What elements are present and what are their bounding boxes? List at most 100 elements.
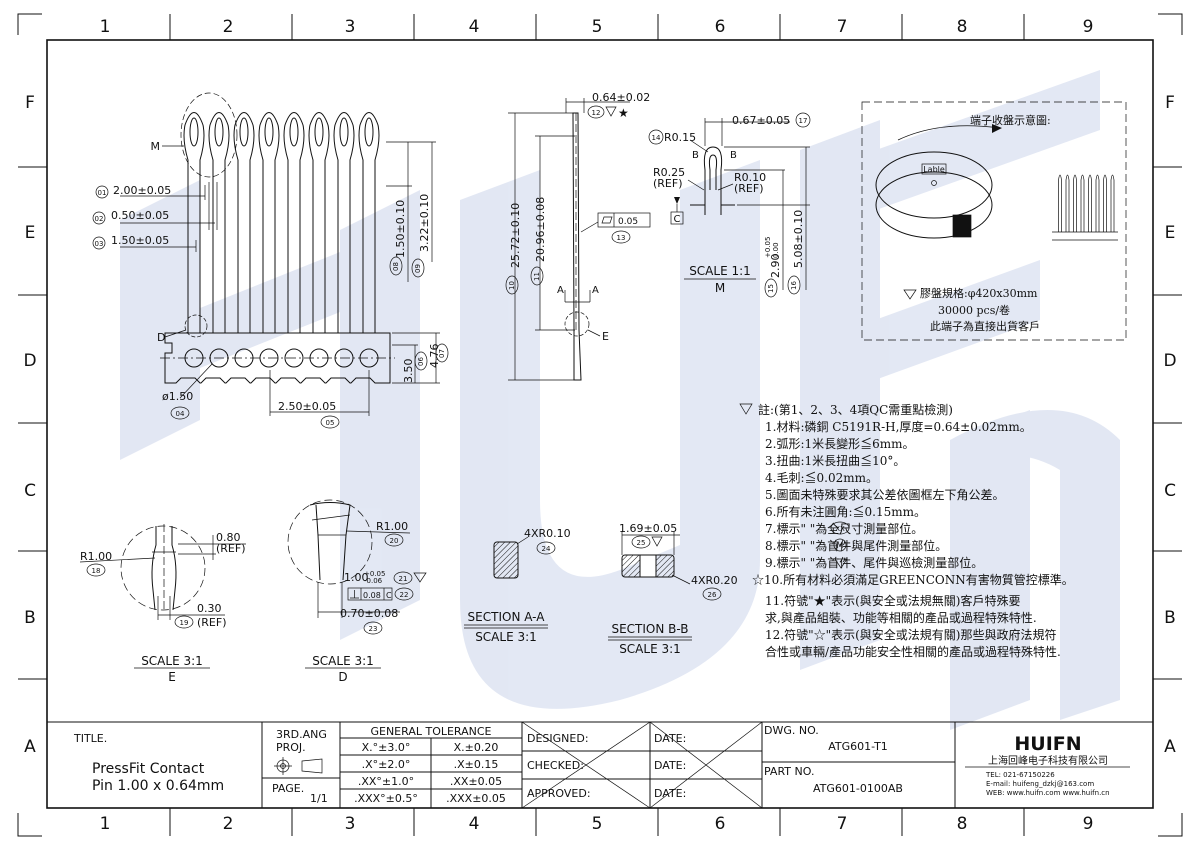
inner-frame [46,39,1154,809]
reel-pin [1080,174,1085,232]
grid-ticks [18,14,1182,836]
callout-21: 21 [399,575,408,583]
tol-lin-0: X.±0.20 [454,741,499,754]
section-bb-dim: 1.69±0.05 [619,522,677,535]
reel-spec-3: 此端子為直接出貨客戶 [930,319,1040,333]
note-11a: 11.符號"★"表示(與安全或法規無關)客戶特殊要 [765,593,1021,608]
dim-11: 20.96±0.08 [534,197,547,262]
section-aa-title: SECTION A-A [468,610,546,624]
r-20: R1.00 [376,520,408,533]
dim-01: 2.00±0.05 [113,184,171,197]
col-top-4: 4 [469,17,480,37]
col-bottom-1: 1 [100,814,111,834]
note-header: 註:(第1、2、3、4項QC需重點檢測) [758,402,953,417]
dim-04: ø1.50 [162,390,193,403]
company-email: E-mail: huifeng_dzkj@163.com [986,780,1094,788]
side-view: 0.64±0.02 12 ★ 25.72±0.10 10 20.96±0.08 … [505,91,651,381]
pin [208,112,230,333]
dim-15-up: +0.05 [764,237,772,258]
perp-datum: C [386,591,392,600]
title-line-2: Pin 1.00 x 0.64mm [92,778,224,794]
note-7: 7.標示" "為全尺寸測量部位。 [765,521,923,536]
dwg-value: ATG601-T1 [828,740,888,753]
detail-d-scale: SCALE 3:1 [312,654,374,668]
tol-ang-0: X.°±3.0° [362,741,411,754]
pin [183,112,205,333]
company-name: 上海回峰电子科技有限公司 [988,754,1108,767]
date-label-1: DATE: [654,732,686,745]
part-value: ATG601-0100AB [813,782,903,795]
callout-16: 16 [790,281,798,290]
dwg-label: DWG. NO. [764,724,819,737]
row-left-C: C [24,481,36,501]
page-value: 1/1 [310,792,328,805]
dim-21-dn: -0.06 [364,577,383,585]
tol-lin-1: .X±0.15 [454,758,499,771]
section-bb-corner: 4XR0.20 [691,574,738,587]
date-label-3: DATE: [654,787,686,800]
title-block: TITLE. PressFit Contact Pin 1.00 x 0.64m… [47,721,1153,809]
callout-24: 24 [542,545,551,553]
reel-title: 端子收盤示意圖: [970,113,1051,127]
callout-13: 13 [617,234,626,242]
callout-07: 07 [438,349,446,358]
perp-value: 0.08 [363,591,381,600]
detail-e-scale: SCALE 3:1 [141,654,203,668]
detail-d-letter: D [157,331,165,344]
reel-spec-2: 30000 pcs/卷 [938,303,1010,317]
svg-text:XX: XX [835,525,845,533]
pin [333,112,355,333]
row-left-A: A [24,737,36,757]
col-top-3: 3 [345,17,356,37]
side-top-dim: 0.64±0.02 [592,91,650,104]
col-top-2: 2 [223,17,234,37]
section-aa: 4XR0.10 24 SECTION A-A SCALE 3:1 [464,527,571,644]
note-11b: 求,與產品組裝、功能等相關的產品或過程特殊特性. [765,610,1037,625]
pin [308,112,330,333]
col-top-8: 8 [957,17,968,37]
reel-pin [1058,174,1062,232]
col-top-1: 1 [100,17,111,37]
note-2: 2.弧形:1米長變形≦6mm。 [765,436,915,451]
reel-pin [1103,174,1107,232]
dim-02: 0.50±0.05 [111,209,169,222]
dim-07: 4.76 [428,344,441,369]
dim-17: 0.67±0.05 [732,114,790,127]
note-10: ☆10.所有材料必須滿足GREENCONN有害物質管控標準。 [752,572,1074,587]
pin-eye [339,117,349,147]
callout-08: 08 [392,262,400,271]
callout-06: 06 [417,357,425,366]
pin-eye [364,117,374,147]
note-12b: 合性或車輛/產品功能安全性相關的產品或過程特殊特性. [765,644,1061,659]
mark-b-right: B [730,150,737,161]
row-right-A: A [1164,737,1176,757]
dim-030-ref: (REF) [197,616,227,629]
company-logo: HUIFN [1014,733,1081,755]
callout-11: 11 [533,272,541,281]
col-top-6: 6 [715,17,726,37]
section-a-right: A [592,285,599,296]
note-4: 4.毛刺:≦0.02mm。 [765,470,878,485]
row-left-D: D [23,351,36,371]
part-label: PART NO. [764,765,814,778]
approved-label: APPROVED: [527,787,591,800]
pin-eye [239,117,249,147]
dim-03: 1.50±0.05 [111,234,169,247]
col-top-7: 7 [837,17,848,37]
tol-header: GENERAL TOLERANCE [370,725,491,738]
callout-01: 01 [98,189,107,197]
row-labels: F E D C B A F E D C B A [23,93,1176,757]
pin-eye [189,117,199,147]
r-010-ref: (REF) [734,182,764,195]
company-tel: TEL: 021-67150226 [985,771,1055,779]
dim-23: 0.70±0.08 [340,607,398,620]
pin [233,112,255,333]
date-label-2: DATE: [654,759,686,772]
reel-pin [1073,174,1077,232]
section-aa-scale: SCALE 3:1 [475,630,537,644]
note-12a: 12.符號"☆"表示(與安全或法規有關)那些與政府法規符 [765,627,1057,642]
reel-pin [1088,174,1092,232]
pin [283,112,305,333]
callout-05: 05 [326,419,335,427]
pin-array [183,112,380,333]
